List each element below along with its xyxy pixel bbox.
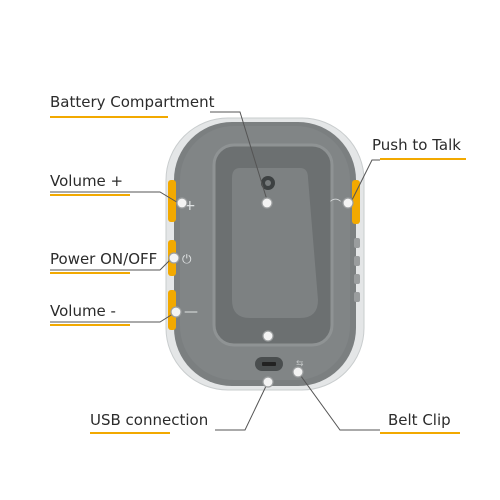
label-battery-compartment: Battery Compartment bbox=[50, 93, 215, 111]
marker-volume-down bbox=[170, 306, 182, 318]
power-icon: ⏻ bbox=[182, 252, 192, 266]
marker-belt-clip bbox=[292, 366, 304, 378]
label-usb-connection: USB connection bbox=[90, 411, 209, 429]
label-push-to-talk: Push to Talk bbox=[372, 136, 461, 154]
label-volume-down: Volume - bbox=[50, 302, 116, 320]
underline-push-to-talk bbox=[380, 158, 466, 160]
leader-volume-up bbox=[50, 191, 181, 205]
leader-volume-down bbox=[50, 311, 177, 323]
clip-inner bbox=[232, 168, 318, 318]
volume-up-button[interactable] bbox=[168, 180, 176, 222]
label-power: Power ON/OFF bbox=[50, 250, 158, 268]
leader-usb bbox=[215, 381, 269, 431]
side-ridge bbox=[354, 292, 360, 302]
side-ridge bbox=[354, 274, 360, 284]
screw-head bbox=[265, 180, 271, 186]
marker-volume-up bbox=[176, 197, 188, 209]
usb-icon: ⇆ bbox=[296, 359, 304, 369]
marker-push-to-talk bbox=[342, 197, 354, 209]
microphone-icon: ⌒ bbox=[330, 198, 341, 211]
underline-volume-down bbox=[50, 324, 130, 326]
marker-power bbox=[168, 252, 180, 264]
underline-power bbox=[50, 272, 130, 274]
push-to-talk-button[interactable] bbox=[352, 180, 360, 224]
usb-port-slot bbox=[262, 362, 276, 366]
label-belt-clip: Belt Clip bbox=[388, 411, 451, 429]
leader-battery bbox=[210, 111, 268, 201]
minus-icon: — bbox=[184, 304, 198, 320]
side-ridge bbox=[354, 238, 360, 248]
marker-battery bbox=[261, 197, 273, 209]
plus-icon: + bbox=[184, 198, 196, 214]
side-ridge bbox=[354, 256, 360, 266]
marker-clip bbox=[262, 330, 274, 342]
leader-push-to-talk bbox=[351, 159, 380, 201]
underline-belt-clip bbox=[380, 432, 460, 434]
underline-usb bbox=[90, 432, 170, 434]
label-volume-up: Volume + bbox=[50, 172, 124, 190]
underline-battery bbox=[50, 116, 168, 118]
underline-volume-up bbox=[50, 194, 130, 196]
leader-power bbox=[50, 257, 173, 271]
marker-usb bbox=[262, 376, 274, 388]
leader-belt-clip bbox=[297, 371, 380, 431]
